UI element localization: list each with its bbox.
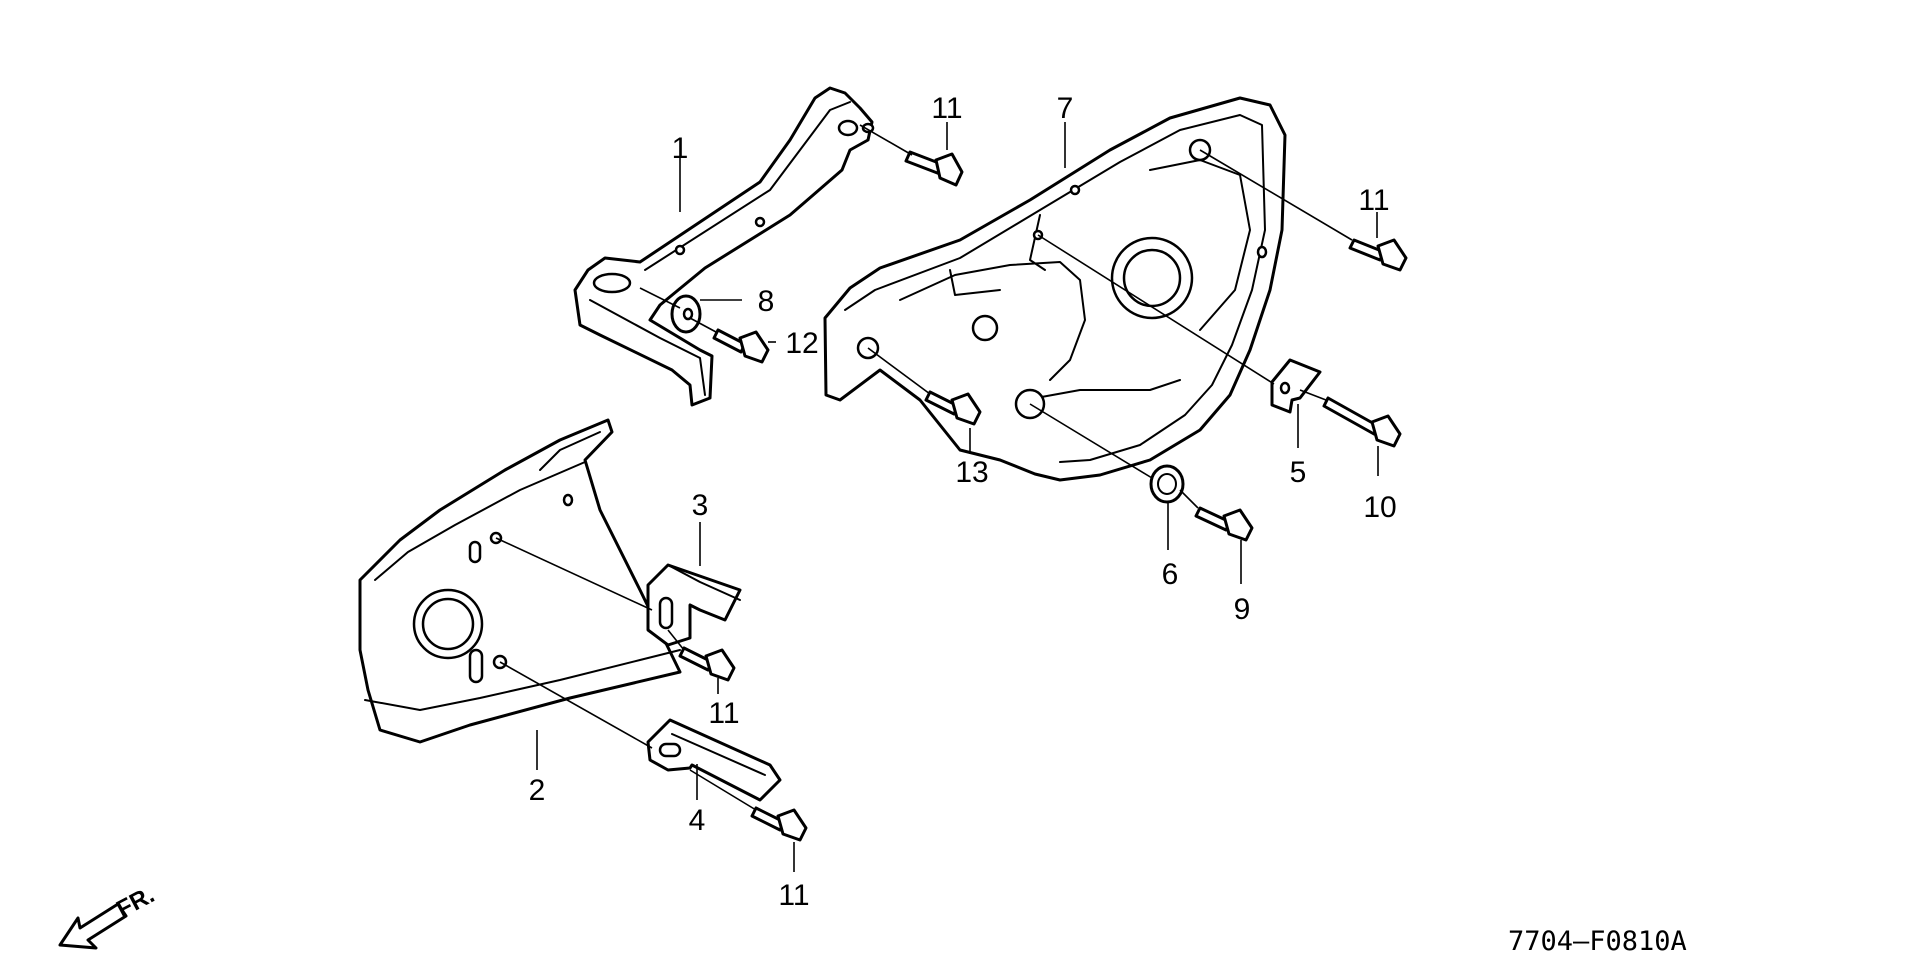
callout-2: 2	[529, 774, 546, 807]
part-2-lower-cover	[358, 418, 682, 744]
callout-4: 4	[689, 804, 706, 837]
callout-7: 7	[1057, 92, 1074, 125]
front-direction-arrow	[58, 902, 128, 950]
callout-11-right: 11	[1358, 184, 1389, 217]
bolt-12	[712, 328, 770, 364]
part-7-cover	[823, 96, 1287, 482]
figure-code: 7704—F0810A	[1508, 926, 1687, 957]
bolt-11-bottom	[750, 806, 808, 842]
callout-11-top: 11	[931, 92, 962, 125]
callout-11-bottom: 11	[778, 879, 809, 912]
part-4-clip	[646, 718, 782, 802]
callout-1: 1	[672, 132, 689, 165]
callout-pointers	[536, 122, 1379, 872]
part-3-clip	[646, 563, 742, 647]
callout-3: 3	[692, 489, 709, 522]
part-8-washer	[670, 294, 702, 334]
bolt-11-center	[678, 646, 736, 682]
part-1-bracket	[573, 86, 875, 407]
callout-8: 8	[758, 285, 775, 318]
callout-12: 12	[785, 327, 818, 360]
part-5-small-bracket	[1270, 358, 1322, 414]
callout-6: 6	[1162, 558, 1179, 591]
callout-10: 10	[1363, 491, 1396, 524]
bolt-13	[924, 390, 982, 426]
callout-11-center: 11	[708, 697, 739, 730]
part-6-grommet	[1149, 464, 1185, 504]
bolt-11-top	[904, 150, 964, 187]
callout-9: 9	[1234, 593, 1251, 626]
callout-5: 5	[1290, 456, 1307, 489]
bolt-9	[1194, 506, 1254, 542]
assembly-lines	[495, 124, 1353, 811]
bolt-11-right	[1348, 238, 1408, 272]
callout-13: 13	[955, 456, 988, 489]
bolt-10	[1322, 396, 1402, 448]
